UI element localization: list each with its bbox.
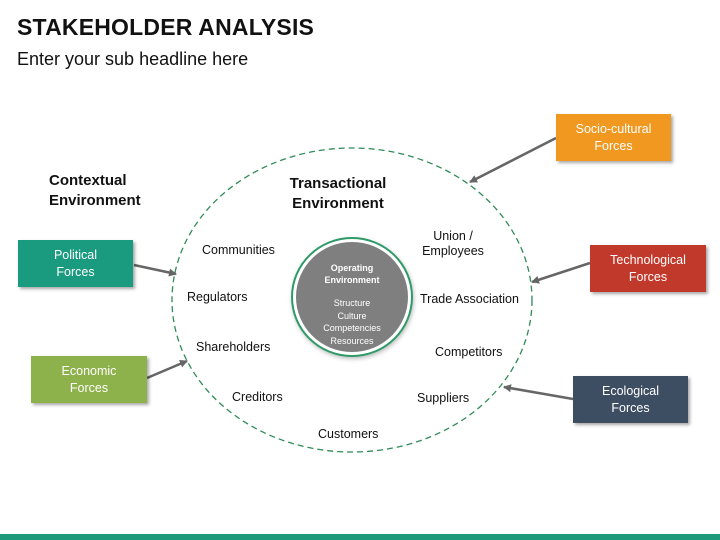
ecological-forces-box: Ecological Forces <box>573 376 688 423</box>
operating-environment-title: Operating Environment <box>296 262 408 286</box>
sociocultural-forces-box: Socio-cultural Forces <box>556 114 671 161</box>
operating-environment-items: Structure Culture Competencies Resources <box>296 297 408 347</box>
arrow-ecological <box>503 384 574 401</box>
operating-title-line: Environment <box>324 275 380 285</box>
force-label: Technological <box>610 252 686 267</box>
contextual-heading-line: Contextual <box>49 172 127 189</box>
operating-environment-circle: Operating Environment Structure Culture … <box>296 242 408 352</box>
stakeholder-communities: Communities <box>202 243 275 257</box>
economic-forces-box: Economic Forces <box>31 356 147 403</box>
transactional-heading-line: Transactional <box>289 175 387 192</box>
arrow-technological <box>531 261 591 284</box>
page-subtitle: Enter your sub headline here <box>17 49 249 69</box>
transactional-environment-heading: Transactional Environment <box>283 174 393 214</box>
arrow-sociocultural <box>469 136 557 184</box>
operating-item: Structure <box>333 298 371 308</box>
force-label: Ecological <box>602 383 659 398</box>
stakeholder-regulators: Regulators <box>187 290 248 304</box>
operating-item: Competencies <box>323 323 381 333</box>
force-label: Political <box>53 247 98 262</box>
arrow-economic <box>146 359 188 380</box>
union-label-line: Union / <box>433 229 473 243</box>
stakeholder-shareholders: Shareholders <box>196 340 271 354</box>
arrow-political <box>133 263 177 277</box>
transactional-heading-line: Environment <box>292 195 384 212</box>
force-label: Socio-cultural <box>575 121 652 136</box>
contextual-environment-heading: Contextual Environment <box>49 171 141 211</box>
stakeholder-customers: Customers <box>318 427 379 441</box>
union-label-line: Employees <box>422 244 484 258</box>
stakeholder-trade-association: Trade Association <box>420 292 519 306</box>
force-label: Economic <box>61 363 117 378</box>
stakeholder-suppliers: Suppliers <box>417 391 470 405</box>
force-label: Forces <box>594 138 633 153</box>
stakeholder-competitors: Competitors <box>435 345 503 359</box>
political-forces-box: Political Forces <box>18 240 133 287</box>
force-label: Forces <box>628 269 668 284</box>
operating-item: Resources <box>330 335 374 346</box>
stakeholder-union-employees: Union / Employees <box>418 229 488 259</box>
force-label: Forces <box>611 400 650 415</box>
page-title: STAKEHOLDER ANALYSIS <box>17 14 315 40</box>
contextual-heading-line: Environment <box>49 192 141 209</box>
operating-title-line: Operating <box>330 263 374 273</box>
transactional-boundary <box>171 147 533 453</box>
force-label: Forces <box>56 264 95 279</box>
operating-item: Culture <box>337 310 367 321</box>
force-label: Forces <box>69 380 109 395</box>
footer-accent-bar <box>0 534 720 540</box>
technological-forces-box: Technological Forces <box>590 245 706 292</box>
stakeholder-creditors: Creditors <box>232 390 283 404</box>
